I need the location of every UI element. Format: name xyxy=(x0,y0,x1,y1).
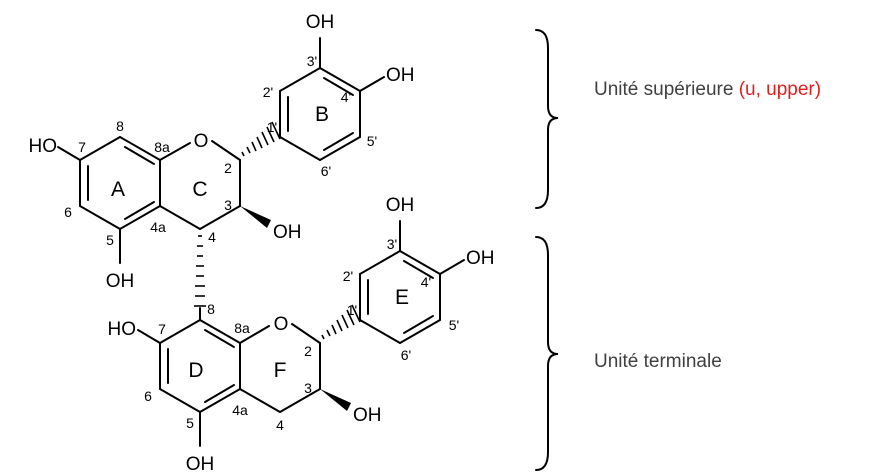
ring-letters: A C B D F E xyxy=(111,103,409,382)
upper-position-numbers: 8 8a 7 6 5 4a 4 3 2 1' 2' 3' 4' 5' 6' xyxy=(64,53,377,248)
c3-wedge-bond-terminal xyxy=(320,389,351,411)
terminal-atom-labels: OH OH HO O OH OH xyxy=(108,195,495,475)
pos-3-terminal: 3 xyxy=(304,380,312,396)
ring-c-bonds xyxy=(159,140,241,230)
ring-a-bonds xyxy=(79,136,161,230)
upper-unit-note: (u, upper) xyxy=(738,79,822,100)
pos-7-upper: 7 xyxy=(78,139,86,155)
upper-substituent-bonds xyxy=(57,146,121,264)
o-ring-f-label: O xyxy=(274,314,289,335)
oh-3-upper-label: OH xyxy=(273,222,302,243)
oh-3prime-upper-label: OH xyxy=(306,12,335,33)
pos-3prime-upper: 3' xyxy=(307,53,317,69)
oh-3-terminal-label: OH xyxy=(353,405,382,426)
c3-wedge-bond-upper xyxy=(240,206,271,228)
ring-c-letter: C xyxy=(192,178,207,201)
pos-1prime-upper: 1' xyxy=(267,119,277,135)
pos-8a-terminal: 8a xyxy=(234,320,250,336)
upper-unit-text: Unité supérieure xyxy=(594,79,734,100)
pos-5prime-terminal: 5' xyxy=(449,317,459,333)
oh-5-upper-label: OH xyxy=(106,271,135,292)
pos-8-upper: 8 xyxy=(116,118,124,134)
terminal-unit-text: Unité terminale xyxy=(594,351,722,372)
pos-2-terminal: 2 xyxy=(304,343,312,359)
c2-hashed-bond-upper xyxy=(241,121,281,157)
ring-b-letter: B xyxy=(315,103,329,126)
pos-8a-upper: 8a xyxy=(154,139,170,155)
pos-4a-terminal: 4a xyxy=(232,402,248,418)
pos-3-upper: 3 xyxy=(224,197,232,213)
ring-d-letter: D xyxy=(188,359,203,382)
pos-8-terminal: 8 xyxy=(207,301,215,317)
ho-7-upper-label: HO xyxy=(29,136,58,157)
pos-4prime-terminal: 4' xyxy=(421,274,431,290)
ring-a-letter: A xyxy=(111,178,125,201)
ring-e-bonds xyxy=(359,220,465,344)
terminal-unit-label: Unité terminale xyxy=(594,351,722,373)
oh-3prime-terminal-label: OH xyxy=(386,195,415,216)
pos-6prime-terminal: 6' xyxy=(401,347,411,363)
terminal-position-numbers: 8 8a 7 6 5 4a 4 3 2 1' 2' 3' 4' 5' 6' xyxy=(144,236,459,433)
oh-4prime-upper-label: OH xyxy=(386,65,415,86)
pos-2prime-upper: 2' xyxy=(263,84,273,100)
c2-hashed-bond-terminal xyxy=(321,304,361,340)
upper-unit-brace xyxy=(535,29,559,209)
terminal-unit-brace xyxy=(535,236,559,471)
pos-5prime-upper: 5' xyxy=(367,133,377,149)
oh-5-terminal-label: OH xyxy=(186,454,215,475)
pos-7-terminal: 7 xyxy=(158,321,166,337)
o-ring-c-label: O xyxy=(194,131,209,152)
pos-2-upper: 2 xyxy=(224,160,232,176)
pos-6-upper: 6 xyxy=(64,204,72,220)
upper-unit-label: Unité supérieure (u, upper) xyxy=(594,79,821,101)
pos-6prime-upper: 6' xyxy=(321,163,331,179)
oh-4prime-terminal-label: OH xyxy=(466,248,495,269)
ring-f-letter: F xyxy=(274,359,287,382)
ring-e-letter: E xyxy=(395,286,409,309)
pos-2prime-terminal: 2' xyxy=(343,268,353,284)
pos-4-upper: 4 xyxy=(208,229,216,245)
terminal-substituent-bonds xyxy=(137,329,201,447)
c4-c8-hashed-bond xyxy=(194,235,206,307)
pos-4prime-upper: 4' xyxy=(341,89,351,105)
ring-b-bonds xyxy=(279,37,385,161)
ring-d-bonds xyxy=(159,307,241,413)
pos-6-terminal: 6 xyxy=(144,388,152,404)
pos-4a-upper: 4a xyxy=(150,219,166,235)
pos-5-upper: 5 xyxy=(106,232,114,248)
ring-f-bonds xyxy=(239,323,321,413)
pos-4-terminal: 4 xyxy=(276,417,284,433)
upper-atom-labels: OH OH HO O OH OH xyxy=(29,12,415,292)
ho-7-terminal-label: HO xyxy=(108,319,137,340)
pos-1prime-terminal: 1' xyxy=(347,302,357,318)
pos-3prime-terminal: 3' xyxy=(387,236,397,252)
pos-5-terminal: 5 xyxy=(186,415,194,431)
